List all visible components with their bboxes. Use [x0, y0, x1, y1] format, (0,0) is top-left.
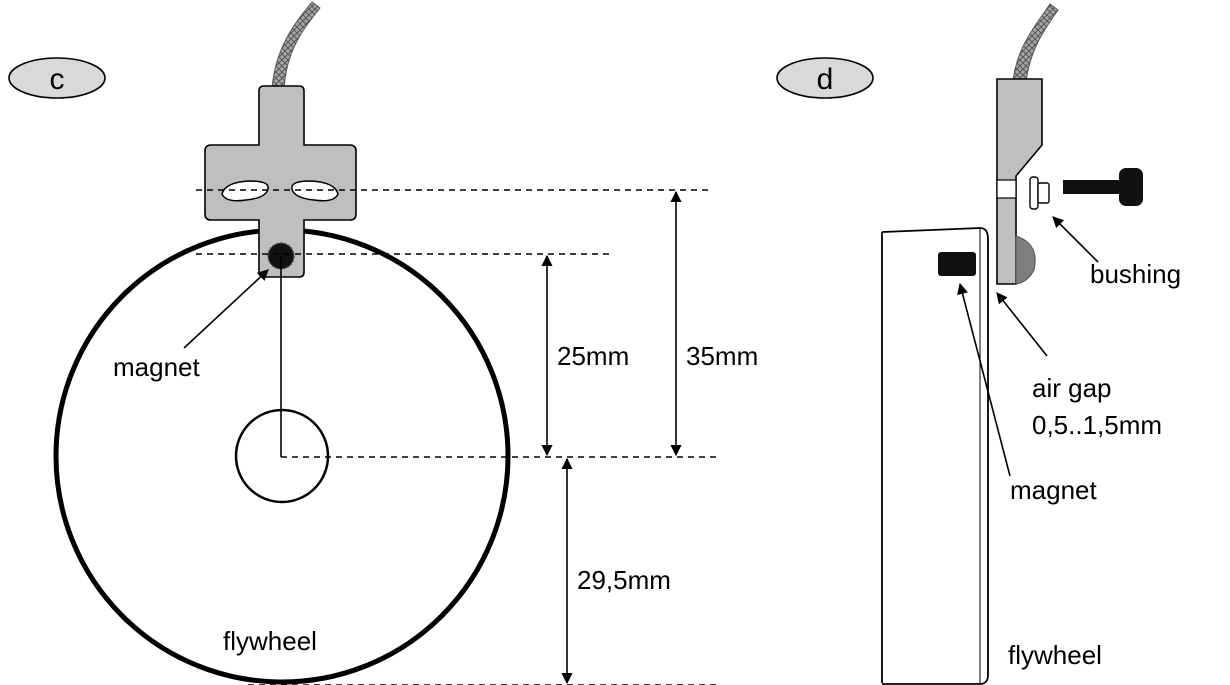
label-dim-25: 25mm [557, 341, 629, 371]
panel-d-badge-label: d [817, 63, 834, 96]
panel-c-badge-label: c [50, 63, 65, 96]
label-dim-29: 29,5mm [577, 565, 671, 595]
label-bushing: bushing [1090, 259, 1181, 289]
sensor-body-side [996, 78, 1043, 285]
panel-c: c magnet 25mm 35mm 29,5mm flywheel [8, 1, 758, 685]
flywheel-front-outline [53, 227, 511, 685]
flywheel-side-outline [881, 227, 989, 685]
label-dim-35: 35mm [686, 341, 758, 371]
mounting-slot-right [291, 180, 339, 202]
flywheel-hub [234, 408, 330, 504]
panel-d-badge: d [776, 57, 874, 99]
sensor-magnet-bump [1015, 235, 1036, 285]
magnet-side [938, 252, 976, 276]
label-flywheel-d: flywheel [1008, 640, 1102, 670]
magnet-pointer-d [957, 282, 1011, 477]
magnet-pointer-c [183, 269, 269, 349]
panel-c-badge: c [8, 57, 106, 99]
bushing-pointer [1052, 216, 1099, 263]
label-flywheel-c: flywheel [223, 626, 317, 656]
label-air-gap-range: 0,5..1,5mm [1032, 410, 1162, 440]
mounting-slot-left [221, 180, 269, 202]
panel-d: d bushing air gap 0,5..1,5m [776, 3, 1181, 685]
label-magnet-c: magnet [113, 352, 200, 382]
label-magnet-d: magnet [1010, 475, 1097, 505]
sensor-cable-d [1012, 3, 1059, 83]
label-air-gap: air gap [1032, 373, 1112, 403]
mounting-screw [1063, 168, 1143, 206]
sensor-cable-c [271, 1, 321, 91]
sensor-screw-hole [996, 179, 1017, 199]
sensor-body-front [204, 85, 357, 278]
air-gap-pointer [996, 292, 1048, 357]
bushing [1029, 176, 1050, 210]
